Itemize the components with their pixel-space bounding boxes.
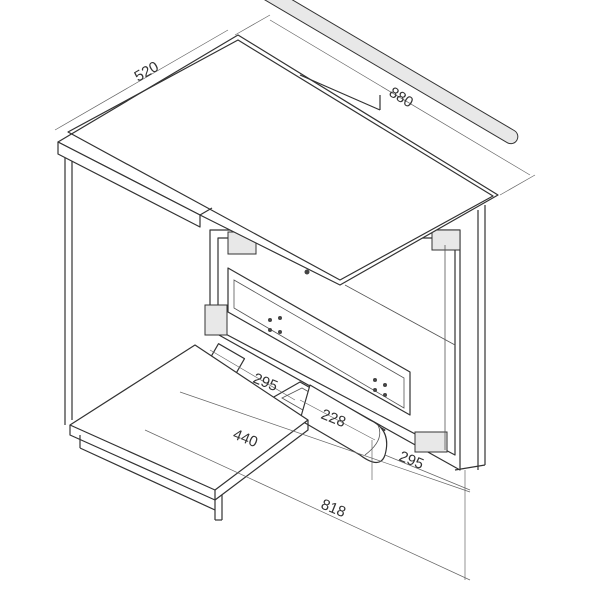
cabinet-shelf [69, 344, 309, 521]
dim-worktop-width: 880 [386, 84, 416, 111]
bracket-left [204, 304, 228, 336]
dim-worktop-depth: 520 [132, 58, 162, 85]
bracket-top-right [431, 229, 461, 251]
downdraft-vent-slot [256, 0, 519, 145]
cabinet [64, 155, 486, 471]
bracket-bottom-right [414, 431, 448, 453]
dim-overall-depth: 818 [319, 496, 349, 521]
dimension-lines [54, 14, 536, 581]
extractor-unit [204, 229, 461, 471]
worktop [57, 0, 519, 286]
